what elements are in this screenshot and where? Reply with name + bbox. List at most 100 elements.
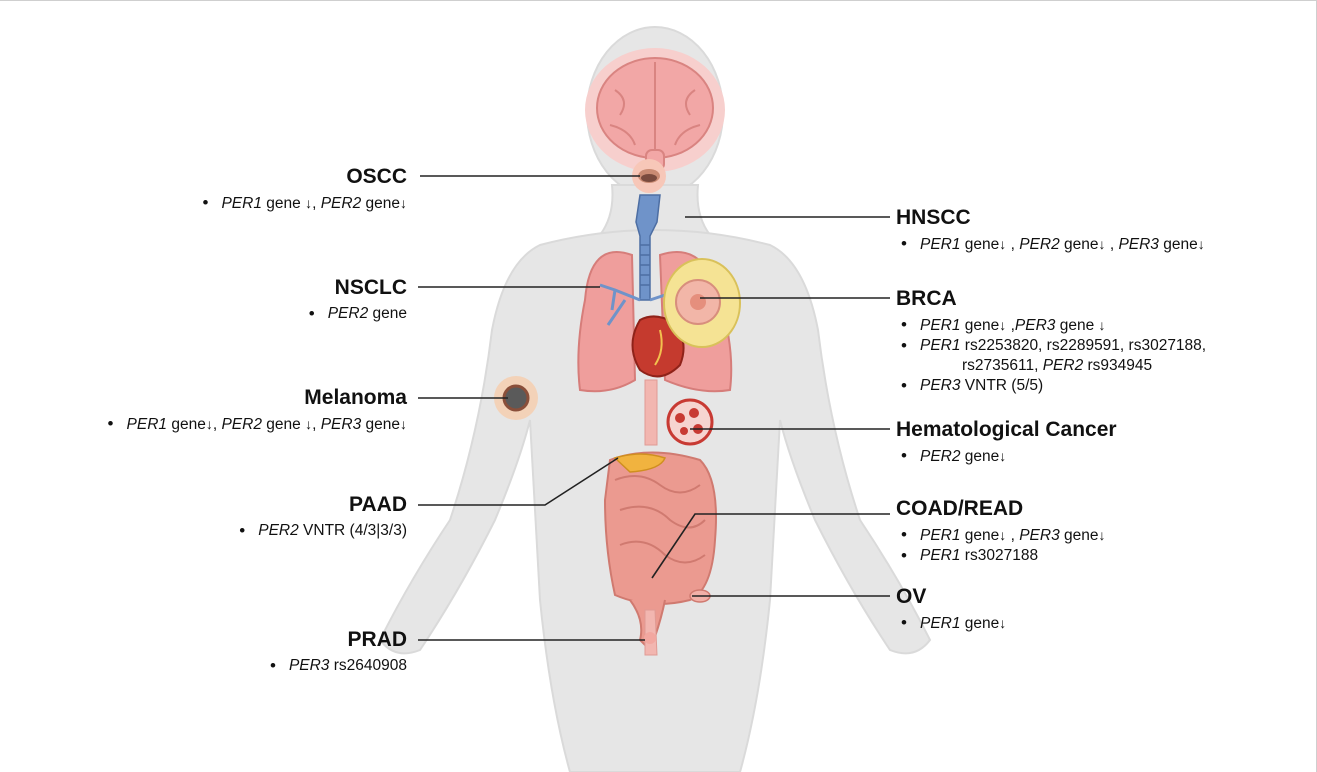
label-title: OSCC <box>197 165 407 189</box>
down-arrow-icon: ↓ <box>1099 317 1106 333</box>
list-item: PER1 gene↓ , PER2 gene↓ , PER3 gene↓ <box>896 234 1205 255</box>
label-items: PER2 VNTR (4/3|3/3) <box>234 521 407 541</box>
item-text: gene <box>361 416 400 433</box>
label-hnscc: HNSCC PER1 gene↓ , PER2 gene↓ , PER3 gen… <box>896 206 1205 255</box>
label-paad: PAAD PER2 VNTR (4/3|3/3) <box>234 493 407 541</box>
down-arrow-icon: ↓ <box>400 416 407 432</box>
item-text: gene <box>961 448 1000 465</box>
gene-name: PER2 <box>1043 357 1084 374</box>
item-text: VNTR (5/5) <box>961 377 1044 394</box>
label-items: PER1 gene ↓, PER2 gene↓ <box>197 193 407 214</box>
gene-name: PER1 <box>920 317 961 334</box>
breast-tumor <box>664 259 740 347</box>
item-text: rs2253820, rs2289591, rs3027188, <box>961 337 1207 354</box>
item-text: gene <box>262 416 305 433</box>
item-text: rs3027188 <box>961 547 1039 564</box>
label-ov: OV PER1 gene↓ <box>896 585 1006 634</box>
gene-name: PER1 <box>920 236 961 253</box>
label-title: OV <box>896 585 1006 609</box>
gene-name: PER1 <box>221 195 262 212</box>
down-arrow-icon: ↓ <box>999 448 1006 464</box>
gene-name: PER1 <box>920 615 961 632</box>
gene-name: PER2 <box>221 416 262 433</box>
list-item: PER3 rs2640908 <box>265 656 407 676</box>
label-items: PER1 gene↓ <box>896 613 1006 634</box>
list-item: PER3 VNTR (5/5) <box>896 376 1206 396</box>
label-hematological-cancer: Hematological Cancer PER2 gene↓ <box>896 418 1117 467</box>
list-item: PER1 gene↓ , PER3 gene↓ <box>896 525 1106 546</box>
list-item: PER1 gene↓ <box>896 613 1006 634</box>
item-text: gene <box>961 527 1000 544</box>
label-title: HNSCC <box>896 206 1205 230</box>
gene-name: PER1 <box>920 547 961 564</box>
item-text: , <box>1006 527 1019 544</box>
item-text: gene <box>1060 527 1099 544</box>
gene-name: PER3 <box>1015 317 1056 334</box>
label-items: PER1 gene↓ ,PER3 gene ↓ PER1 rs2253820, … <box>896 315 1206 396</box>
list-item: PER1 gene↓ ,PER3 gene ↓ <box>896 315 1206 336</box>
item-text: gene <box>1159 236 1198 253</box>
list-item: PER1 gene↓, PER2 gene ↓, PER3 gene↓ <box>103 414 407 435</box>
esophagus-organ <box>645 380 657 445</box>
list-item: PER2 gene <box>304 304 407 324</box>
label-items: PER2 gene↓ <box>896 446 1117 467</box>
item-text: gene <box>961 236 1000 253</box>
item-text: VNTR (4/3|3/3) <box>299 522 407 539</box>
gene-name: PER3 <box>1019 527 1060 544</box>
down-arrow-icon: ↓ <box>999 615 1006 631</box>
item-text: gene <box>368 305 407 322</box>
list-item: PER2 VNTR (4/3|3/3) <box>234 521 407 541</box>
list-item-continuation: rs2735611, PER2 rs934945 <box>896 356 1206 376</box>
brain-organ <box>585 48 725 172</box>
list-item: PER1 gene ↓, PER2 gene↓ <box>197 193 407 214</box>
item-text: gene <box>961 615 1000 632</box>
label-brca: BRCA PER1 gene↓ ,PER3 gene ↓ PER1 rs2253… <box>896 287 1206 396</box>
item-text: , <box>1006 236 1019 253</box>
gene-name: PER1 <box>920 527 961 544</box>
label-prad: PRAD PER3 rs2640908 <box>265 628 407 676</box>
gene-name: PER3 <box>1118 236 1159 253</box>
item-text: gene <box>1055 317 1098 334</box>
item-text: , <box>1006 317 1015 334</box>
item-text: gene <box>262 195 305 212</box>
label-title: Hematological Cancer <box>896 418 1117 442</box>
label-title: NSCLC <box>304 276 407 300</box>
item-text: gene <box>361 195 400 212</box>
label-title: BRCA <box>896 287 1206 311</box>
item-text: , <box>312 195 321 212</box>
gene-name: PER2 <box>321 195 362 212</box>
label-items: PER1 gene↓ , PER2 gene↓ , PER3 gene↓ <box>896 234 1205 255</box>
gene-name: PER3 <box>920 377 961 394</box>
item-text: , <box>1106 236 1119 253</box>
list-item: PER1 rs2253820, rs2289591, rs3027188, <box>896 336 1206 356</box>
item-text: gene <box>1060 236 1099 253</box>
prostate-organ <box>644 610 657 655</box>
down-arrow-icon: ↓ <box>400 195 407 211</box>
gene-name: PER2 <box>328 305 369 322</box>
label-title: PRAD <box>265 628 407 652</box>
gene-name: PER2 <box>920 448 961 465</box>
list-item: PER2 gene↓ <box>896 446 1117 467</box>
list-item: PER1 rs3027188 <box>896 546 1106 566</box>
item-text: rs2735611, <box>962 357 1043 374</box>
down-arrow-icon: ↓ <box>1099 527 1106 543</box>
gene-name: PER2 <box>258 522 299 539</box>
label-title: COAD/READ <box>896 497 1106 521</box>
gene-name: PER2 <box>1019 236 1060 253</box>
down-arrow-icon: ↓ <box>1099 236 1106 252</box>
label-coad-read: COAD/READ PER1 gene↓ , PER3 gene↓ PER1 r… <box>896 497 1106 566</box>
label-oscc: OSCC PER1 gene ↓, PER2 gene↓ <box>197 165 407 214</box>
gene-name: PER3 <box>289 657 330 674</box>
item-text: gene <box>961 317 1000 334</box>
item-text: rs2640908 <box>329 657 407 674</box>
label-items: PER2 gene <box>304 304 407 324</box>
item-text: , <box>312 416 321 433</box>
label-title: Melanoma <box>103 386 407 410</box>
item-text: gene <box>167 416 206 433</box>
gene-name: PER1 <box>920 337 961 354</box>
down-arrow-icon: ↓ <box>206 416 213 432</box>
gene-name: PER1 <box>127 416 168 433</box>
label-melanoma: Melanoma PER1 gene↓, PER2 gene ↓, PER3 g… <box>103 386 407 435</box>
blood-cell <box>668 400 712 444</box>
label-items: PER3 rs2640908 <box>265 656 407 676</box>
